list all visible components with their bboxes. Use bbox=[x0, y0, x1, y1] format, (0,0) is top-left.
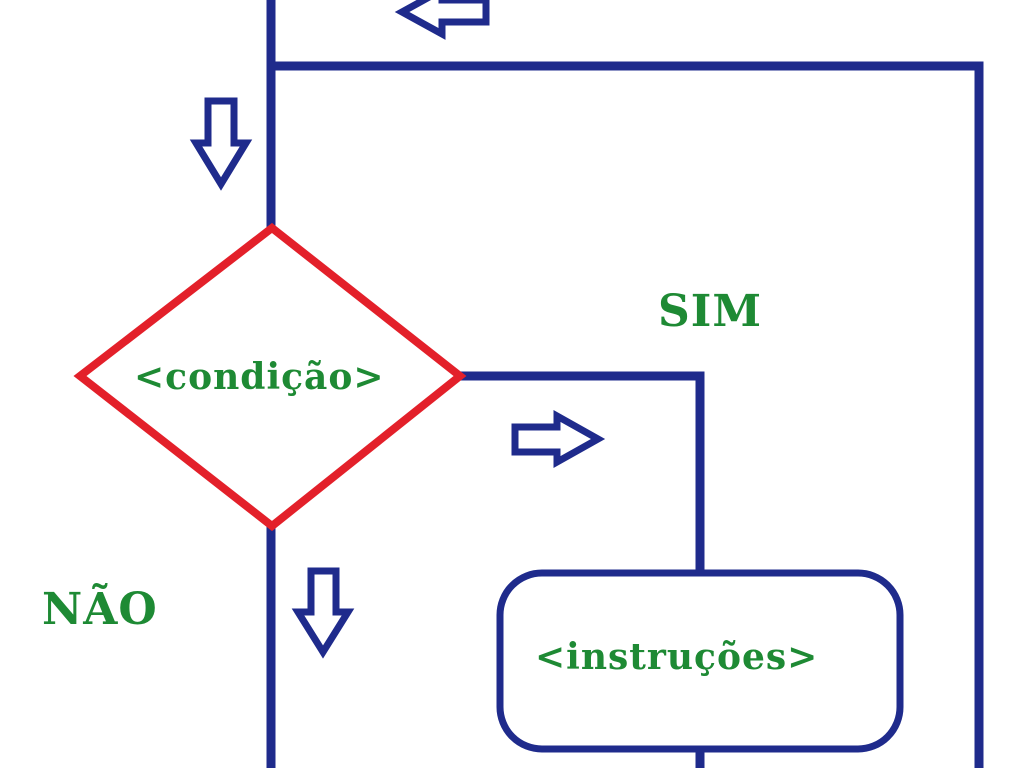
yes-label: SIM bbox=[658, 286, 763, 337]
decision-diamond bbox=[73, 222, 467, 532]
arrow-right-icon bbox=[511, 410, 606, 468]
instructions-label: <instruções> bbox=[535, 636, 819, 678]
instructions-box bbox=[496, 569, 904, 753]
condition-label: <condição> bbox=[134, 356, 385, 398]
arrow-down-icon bbox=[291, 567, 355, 659]
arrow-left-icon bbox=[394, 0, 490, 40]
arrow-down-icon bbox=[189, 97, 253, 191]
no-label: NÃO bbox=[42, 584, 158, 635]
